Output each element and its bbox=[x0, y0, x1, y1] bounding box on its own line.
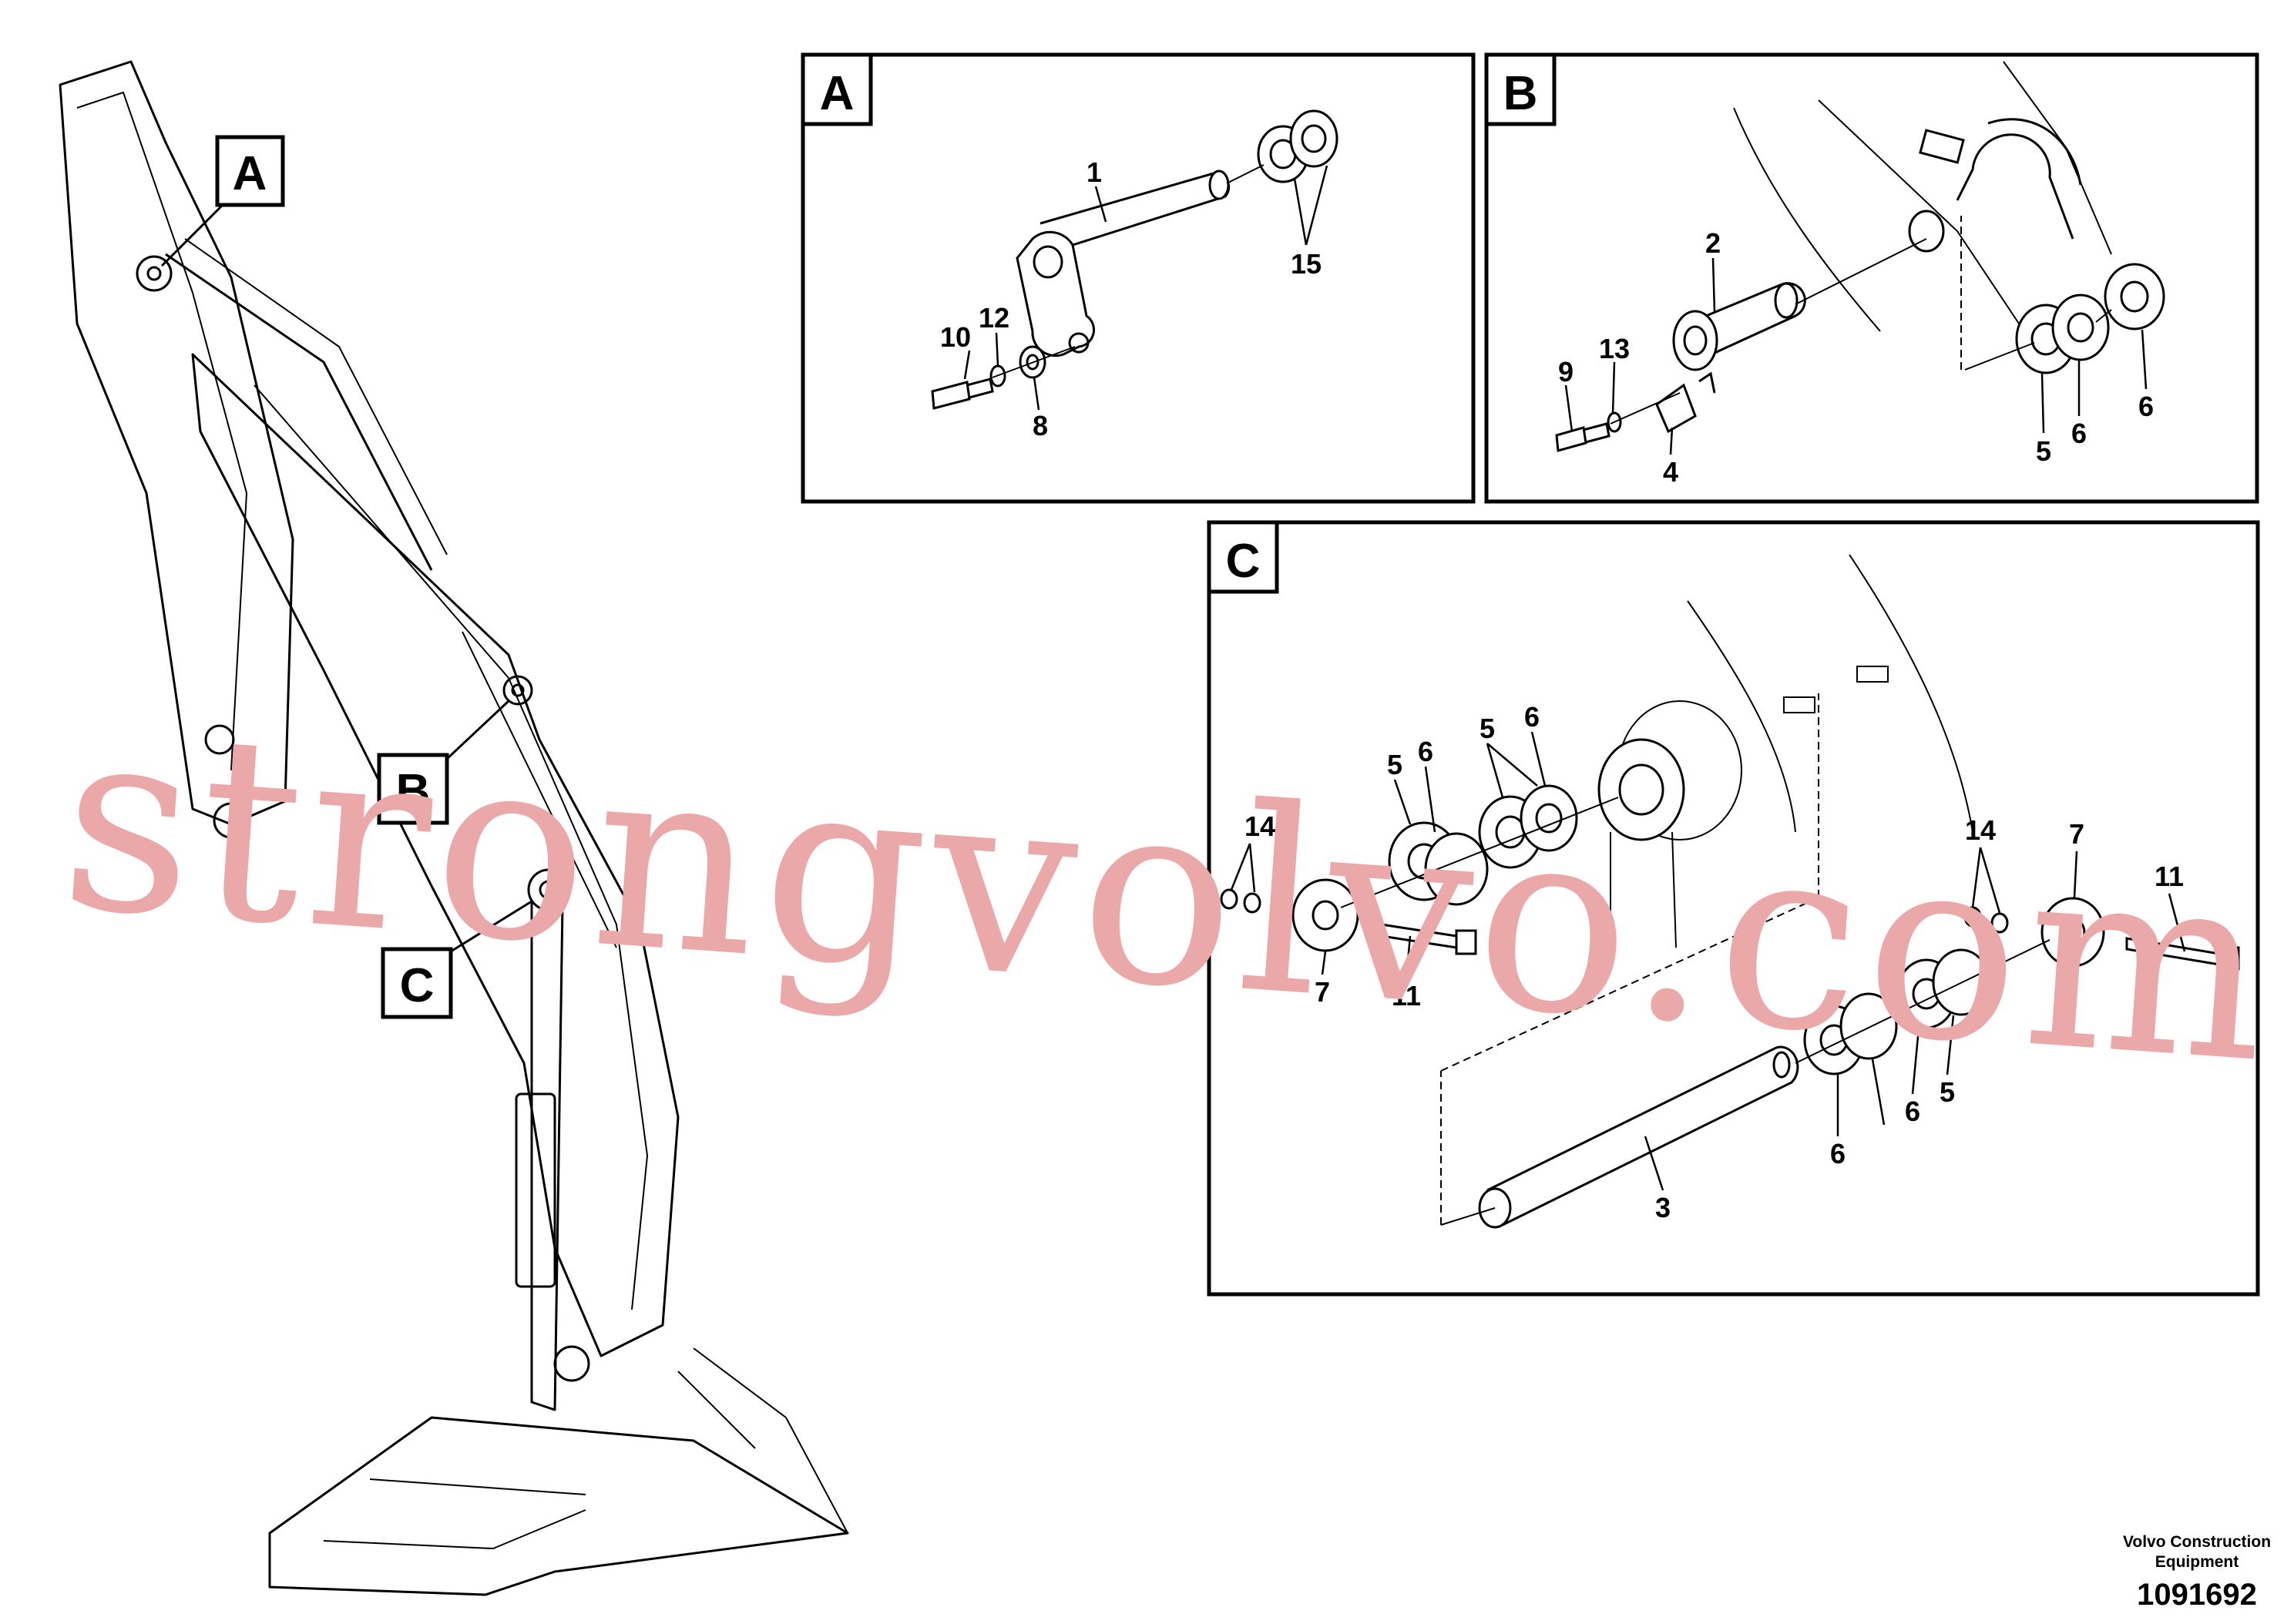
boom-joint-b bbox=[1555, 61, 2165, 452]
part-label-7-right: 7 bbox=[2069, 818, 2084, 850]
part-label-7-left: 7 bbox=[1315, 976, 1330, 1008]
overview-callout-a: A bbox=[160, 135, 285, 267]
pin-with-plate bbox=[931, 109, 1338, 410]
overview-callout-b-label: B bbox=[396, 765, 431, 818]
detail-panel-c: C bbox=[1207, 520, 2260, 1297]
overview-callout-c: C bbox=[381, 900, 532, 1019]
part-label-8: 8 bbox=[1033, 410, 1048, 441]
part-label-6-right-a: 6 bbox=[1905, 1096, 1920, 1127]
panel-a-letter: A bbox=[820, 67, 855, 120]
boom-cylinder-joint-c bbox=[1220, 554, 2240, 1229]
part-label-9: 9 bbox=[1558, 356, 1574, 388]
overview-callout-b: B bbox=[377, 700, 510, 825]
part-label-5-left-b: 5 bbox=[1480, 713, 1495, 744]
part-label-2: 2 bbox=[1705, 227, 1721, 259]
panel-c-letter: C bbox=[1226, 535, 1261, 588]
part-label-14-right: 14 bbox=[1965, 814, 1996, 846]
detail-panel-a: A bbox=[801, 52, 1476, 504]
part-label-15: 15 bbox=[1291, 248, 1322, 280]
footer-company: Volvo Construction Equipment bbox=[2122, 1533, 2272, 1571]
part-label-10: 10 bbox=[940, 321, 971, 353]
part-label-5-left-a: 5 bbox=[1387, 749, 1402, 780]
part-label-5-right: 5 bbox=[1940, 1076, 1955, 1108]
part-label-6b: 6 bbox=[2138, 391, 2154, 422]
part-label-11-left: 11 bbox=[1392, 980, 1421, 1012]
part-label-13: 13 bbox=[1599, 333, 1630, 364]
overview-callout-a-label: A bbox=[233, 147, 267, 200]
part-label-6-left-b: 6 bbox=[1524, 701, 1540, 733]
detail-panel-b: B bbox=[1484, 52, 2259, 504]
part-label-1: 1 bbox=[1087, 156, 1102, 188]
boom-overview bbox=[59, 60, 849, 1596]
overview-callout-c-label: C bbox=[400, 959, 435, 1012]
part-label-14-left: 14 bbox=[1244, 810, 1275, 842]
panel-b-letter: B bbox=[1503, 67, 1538, 120]
part-label-4: 4 bbox=[1663, 456, 1678, 488]
footer-doc-number: 1091692 bbox=[2137, 1578, 2257, 1612]
part-label-6a: 6 bbox=[2071, 418, 2087, 449]
part-label-12: 12 bbox=[979, 302, 1009, 334]
part-label-6-left-a: 6 bbox=[1418, 736, 1433, 767]
part-label-5: 5 bbox=[2036, 435, 2051, 467]
part-label-11-right: 11 bbox=[2155, 861, 2184, 892]
part-label-6-right-b: 6 bbox=[1830, 1138, 1846, 1169]
part-label-3: 3 bbox=[1655, 1192, 1671, 1223]
